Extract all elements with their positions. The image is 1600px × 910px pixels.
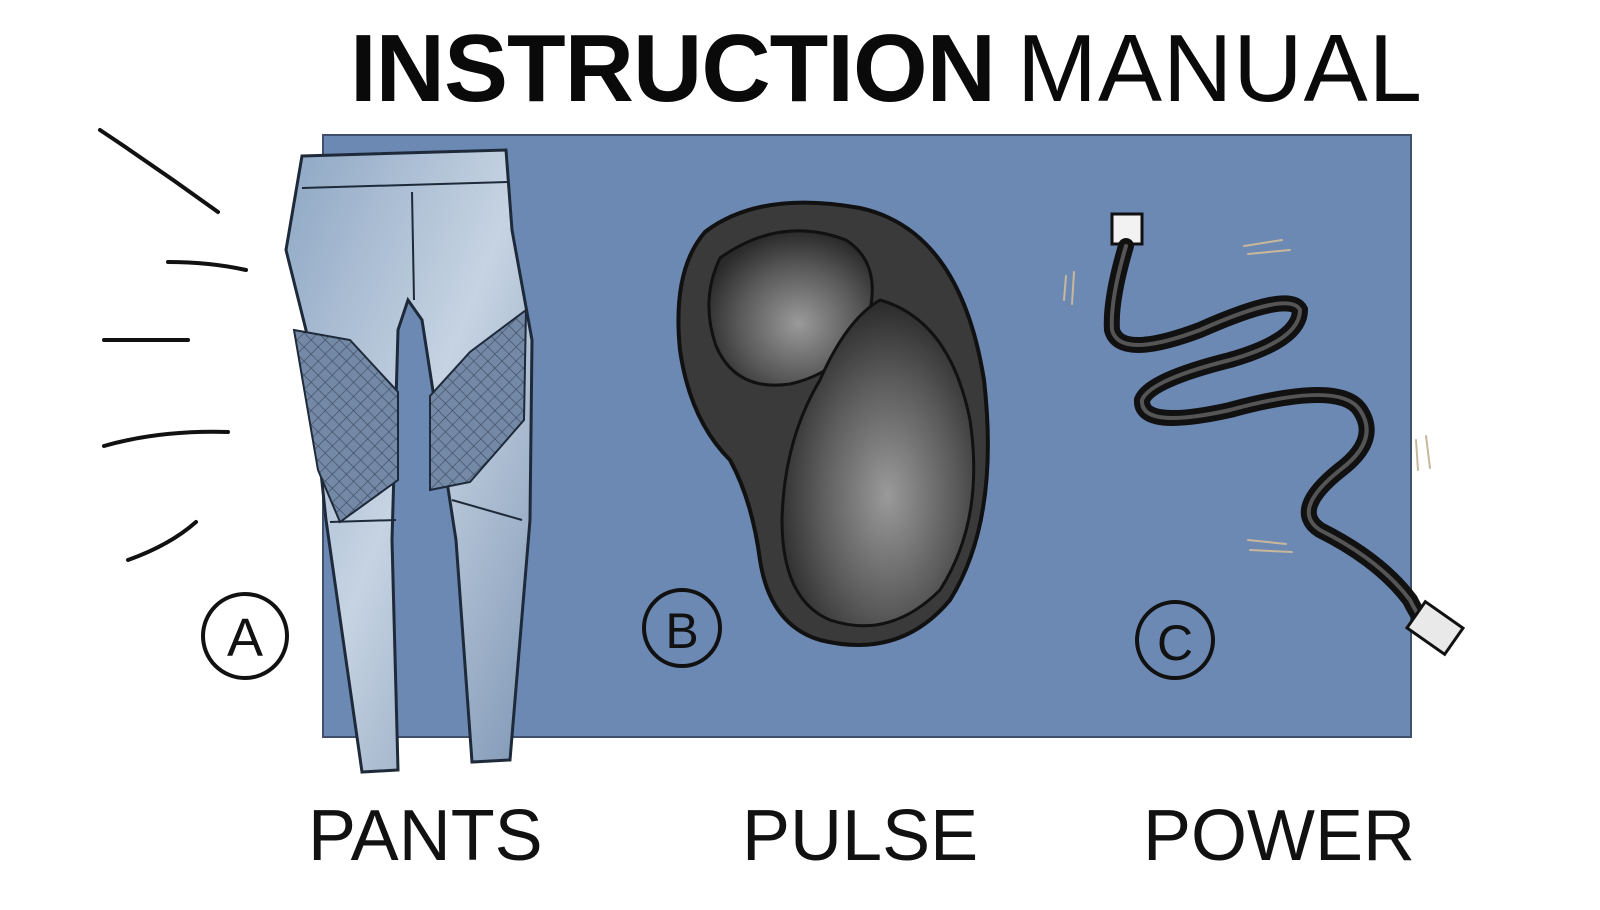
marker-a: A xyxy=(227,608,263,668)
title-light: MANUAL xyxy=(1016,15,1424,122)
label-power: POWER xyxy=(1143,796,1416,876)
marker-c-icon xyxy=(1135,600,1215,680)
pulse-device-icon xyxy=(676,200,990,647)
pants-icon xyxy=(284,148,534,774)
label-pants: PANTS xyxy=(308,796,543,876)
title-bold: INSTRUCTION xyxy=(350,15,996,122)
power-cable-icon xyxy=(1063,212,1466,657)
marker-c: C xyxy=(1157,615,1193,671)
label-pulse: PULSE xyxy=(742,796,979,876)
marker-a-icon xyxy=(201,592,289,680)
marker-b: B xyxy=(665,603,698,659)
marker-b-icon xyxy=(642,588,722,668)
motion-lines-icon xyxy=(98,128,248,562)
